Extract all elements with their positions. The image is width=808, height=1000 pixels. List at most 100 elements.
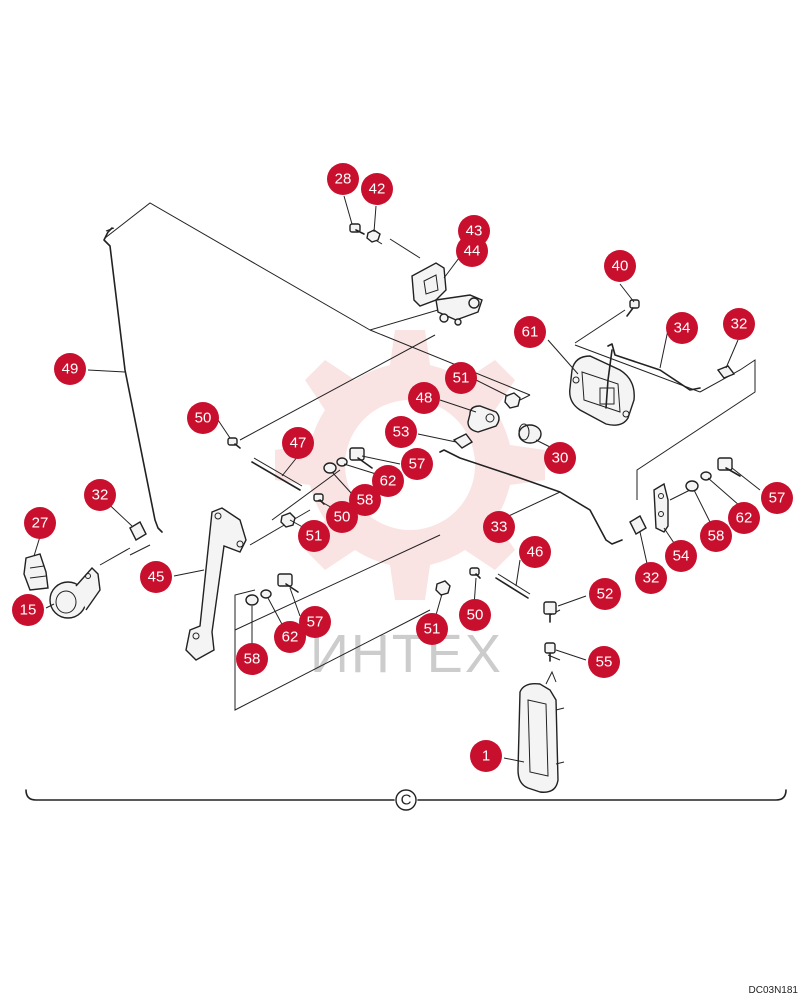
callout-number: 53 xyxy=(393,424,410,441)
callout-bubble xyxy=(408,382,440,414)
watermark-text: ИНТЕХ xyxy=(310,624,503,684)
part-51-nut-low xyxy=(435,580,451,596)
callout-number: 61 xyxy=(522,324,539,341)
callout-48: 48 xyxy=(408,382,440,414)
part-55-screw xyxy=(544,642,556,662)
part-50-screw-c xyxy=(469,567,481,579)
callout-bubble xyxy=(666,312,698,344)
callout-58: 58 xyxy=(236,643,268,675)
callout-bubble xyxy=(588,646,620,678)
part-57-bolt-a xyxy=(349,447,373,469)
part-58-washer-a xyxy=(323,462,337,474)
callout-bubble xyxy=(140,561,172,593)
callout-number: 49 xyxy=(62,361,79,378)
callout-bubble xyxy=(519,536,551,568)
part-40-screw xyxy=(626,299,640,317)
part-44-lock-mechanism xyxy=(411,262,483,326)
callout-number: 51 xyxy=(306,528,323,545)
callout-32: 32 xyxy=(723,308,755,340)
callout-number: 58 xyxy=(244,651,261,668)
part-32-clip-right xyxy=(629,515,647,535)
part-57-bolt-b xyxy=(717,457,741,477)
callout-bubble xyxy=(12,594,44,626)
callout-57: 57 xyxy=(761,482,793,514)
part-34-rod xyxy=(605,343,701,409)
callout-bubble xyxy=(299,606,331,638)
callout-bubble xyxy=(274,621,306,653)
callout-number: 57 xyxy=(769,490,786,507)
callout-32: 32 xyxy=(84,479,116,511)
callout-bubble xyxy=(700,520,732,552)
callout-58: 58 xyxy=(349,484,381,516)
callout-32: 32 xyxy=(635,562,667,594)
callout-number: 33 xyxy=(491,519,508,536)
callout-number: 32 xyxy=(92,487,109,504)
callout-leaders xyxy=(33,195,761,763)
part-32-clip-left xyxy=(129,521,147,541)
callout-number: 34 xyxy=(674,320,691,337)
part-50-screw-a xyxy=(227,437,241,449)
callout-bubble xyxy=(728,502,760,534)
callout-bubble xyxy=(445,362,477,394)
part-49-rod xyxy=(103,227,163,533)
part-58-washer-c xyxy=(245,594,259,606)
callout-number: 50 xyxy=(334,509,351,526)
callout-bubble xyxy=(723,308,755,340)
callout-number: 1 xyxy=(482,748,490,765)
callout-bubble xyxy=(665,540,697,572)
part-1-outer-handle xyxy=(517,670,565,793)
callout-bubble xyxy=(24,507,56,539)
callout-52: 52 xyxy=(589,578,621,610)
callout-30: 30 xyxy=(544,442,576,474)
callout-bubble xyxy=(372,465,404,497)
callout-number: 54 xyxy=(673,548,690,565)
callout-42: 42 xyxy=(361,173,393,205)
part-62-washer-c xyxy=(260,589,272,599)
part-48-plate xyxy=(467,405,500,433)
callout-57: 57 xyxy=(401,448,433,480)
callout-61: 61 xyxy=(514,316,546,348)
part-58-washer-b xyxy=(685,480,699,492)
part-45-lever xyxy=(185,507,247,661)
callout-number: 55 xyxy=(596,654,613,671)
callout-number: 52 xyxy=(597,586,614,603)
callout-62: 62 xyxy=(728,502,760,534)
callout-bubble xyxy=(349,484,381,516)
callout-number: 27 xyxy=(32,515,49,532)
callout-45: 45 xyxy=(140,561,172,593)
part-57-bolt-c xyxy=(277,573,299,593)
callout-bubble xyxy=(456,235,488,267)
part-61-handle-housing xyxy=(569,355,635,426)
callout-number: 30 xyxy=(552,450,569,467)
callout-51: 51 xyxy=(445,362,477,394)
drawing-code: DC03N181 xyxy=(748,985,798,996)
part-53-clip xyxy=(452,433,474,449)
callout-50: 50 xyxy=(187,402,219,434)
callout-bubble xyxy=(54,353,86,385)
part-27-bracket xyxy=(23,553,49,591)
callout-bubble xyxy=(459,599,491,631)
section-label: C xyxy=(401,792,412,809)
callout-bubble xyxy=(544,442,576,474)
callout-number: 51 xyxy=(453,370,470,387)
part-28-bolt xyxy=(349,223,365,235)
callout-number: 51 xyxy=(424,621,441,638)
callout-33: 33 xyxy=(483,511,515,543)
callout-28: 28 xyxy=(327,163,359,195)
callout-bubble xyxy=(84,479,116,511)
callout-number: 42 xyxy=(369,181,386,198)
callout-55: 55 xyxy=(588,646,620,678)
callout-40: 40 xyxy=(604,250,636,282)
callout-50: 50 xyxy=(459,599,491,631)
part-47-stud xyxy=(251,457,303,491)
callout-bubble xyxy=(635,562,667,594)
callout-number: 45 xyxy=(148,569,165,586)
callout-bubble xyxy=(282,427,314,459)
callout-27: 27 xyxy=(24,507,56,539)
section-bracket: C xyxy=(25,789,787,811)
callout-number: 58 xyxy=(708,528,725,545)
callout-1: 1 xyxy=(470,740,502,772)
callout-bubble xyxy=(589,578,621,610)
callout-number: 47 xyxy=(290,435,307,452)
callout-bubble xyxy=(327,163,359,195)
